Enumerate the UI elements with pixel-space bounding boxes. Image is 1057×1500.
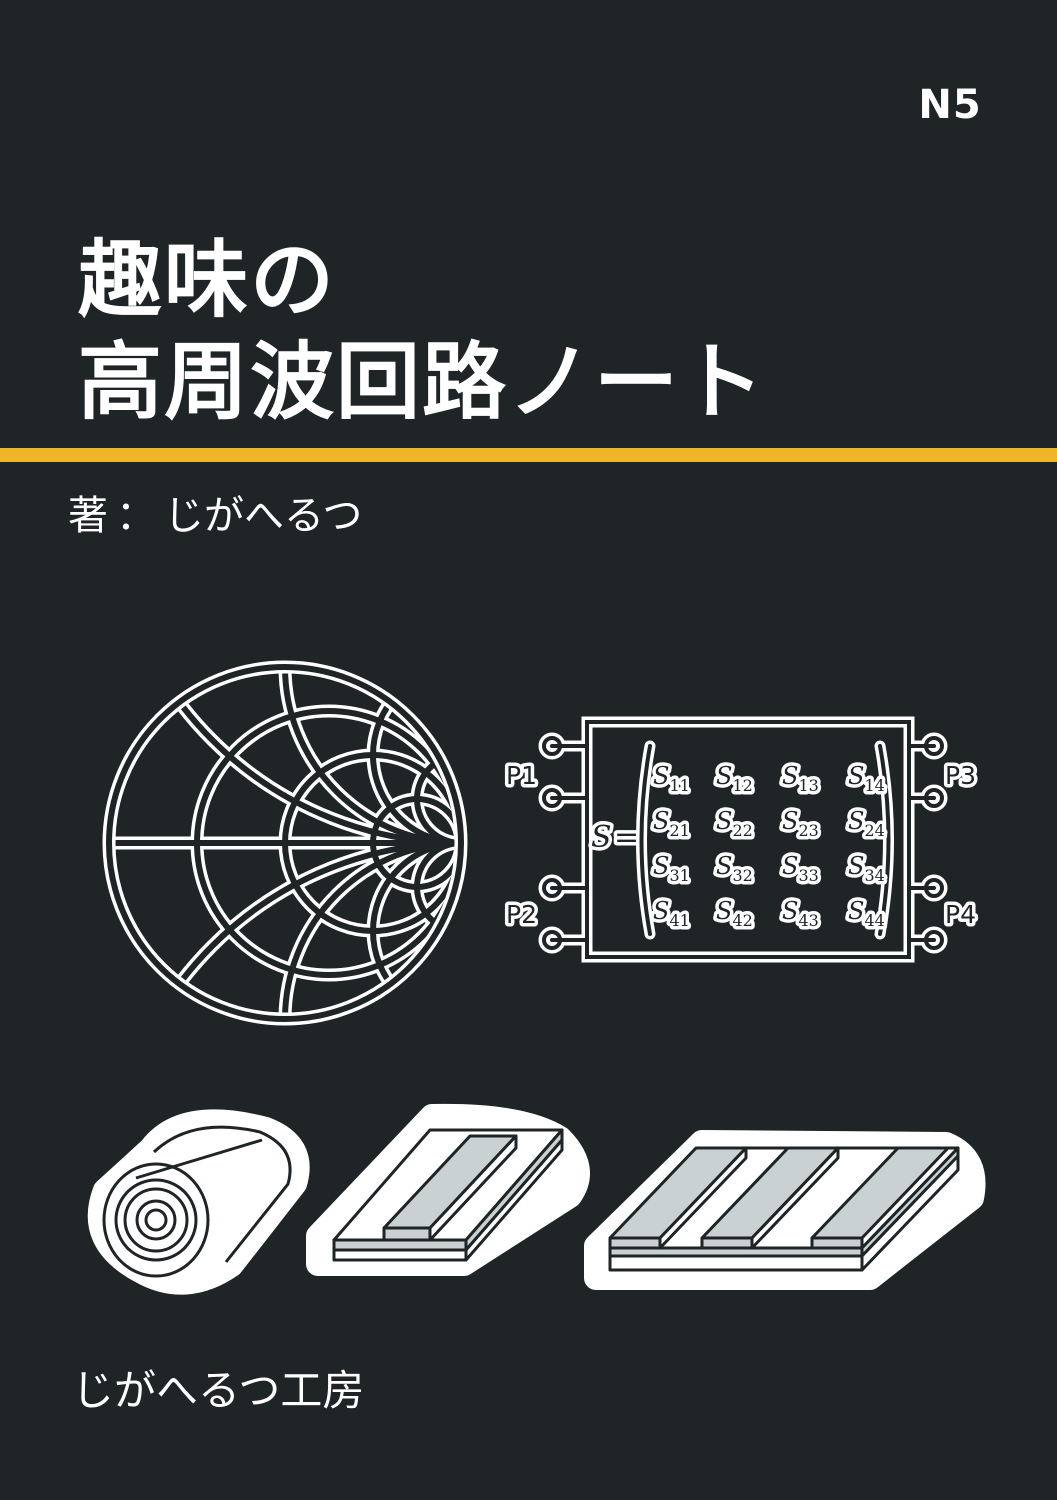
s-parameter-element: S24 (848, 807, 885, 840)
s-parameter-element: S44 (848, 897, 885, 930)
s-parameter-subscript: 31 (669, 866, 689, 885)
microstrip-line-icon (306, 1103, 590, 1276)
s-parameter-letter: S (716, 807, 732, 835)
s-parameter-letter: S (716, 897, 732, 925)
port-label-p2: P2 (506, 900, 537, 929)
s-parameter-subscript: 14 (864, 776, 884, 795)
s-parameter-subscript: 33 (798, 866, 818, 885)
coaxial-cable-icon (87, 1109, 310, 1295)
port-label-p3: P3 (945, 761, 976, 790)
smith-chart-icon (102, 660, 468, 1026)
port-label-p4: P4 (945, 900, 976, 929)
s-parameter-element: S14 (848, 762, 885, 795)
s-parameter-letter: S (653, 807, 669, 835)
s-parameter-letter: S (716, 762, 732, 790)
s-parameter-subscript: 23 (798, 821, 818, 840)
s-parameter-letter: S (848, 897, 864, 925)
s-parameter-subscript: 41 (669, 911, 689, 930)
s-parameter-subscript: 24 (864, 821, 884, 840)
s-parameter-subscript: 21 (669, 821, 689, 840)
s-parameter-letter: S (782, 762, 798, 790)
s-parameter-letter: S (848, 852, 864, 880)
s-parameter-letter: S (716, 852, 732, 880)
s-parameter-element: S21 (653, 807, 690, 840)
s-parameter-element: S11 (653, 762, 690, 795)
s-parameter-subscript: 32 (732, 866, 752, 885)
s-parameter-element: S23 (782, 807, 819, 840)
author-prefix: 著 (68, 493, 108, 539)
s-parameter-letter: S (653, 852, 669, 880)
title-line-1: 趣味の (78, 231, 337, 329)
s-parameter-subscript: 34 (864, 866, 884, 885)
s-parameter-subscript: 13 (798, 776, 818, 795)
s-parameter-subscript: 42 (732, 911, 752, 930)
s-parameter-subscript: 44 (864, 911, 884, 930)
s-parameter-element: S43 (782, 897, 819, 930)
s-parameter-subscript: 12 (732, 776, 752, 795)
s-parameter-letter: S (782, 852, 798, 880)
matrix-symbol: S (591, 820, 612, 855)
s-parameter-subscript: 43 (798, 911, 818, 930)
matrix-equals: = (614, 820, 639, 855)
author-separator: ： (116, 493, 156, 539)
s-parameter-element: S13 (782, 762, 819, 795)
s-parameter-subscript: 11 (669, 776, 689, 795)
series-badge: N5 (918, 82, 982, 128)
s-parameter-element: S41 (653, 897, 690, 930)
s-parameter-letter: S (782, 807, 798, 835)
s-parameter-letter: S (848, 762, 864, 790)
s-parameter-letter: S (782, 897, 798, 925)
s-parameter-subscript: 22 (732, 821, 752, 840)
s-parameter-letter: S (848, 807, 864, 835)
title-line-2: 高周波回路ノート (78, 333, 767, 431)
publisher-name: じがへるつ工房 (72, 1366, 365, 1415)
accent-bar (0, 448, 1057, 462)
s-parameter-element: S34 (848, 852, 885, 885)
coplanar-lines-icon (584, 1130, 986, 1290)
s-parameter-letter: S (653, 897, 669, 925)
s-parameter-element: S42 (716, 897, 753, 930)
port-label-p1: P1 (506, 761, 537, 790)
s-parameter-element: S12 (716, 762, 753, 795)
s-parameter-element: S22 (716, 807, 753, 840)
author-line: 著：じがへるつ (68, 496, 362, 536)
s-parameter-element: S31 (653, 852, 690, 885)
s-parameter-letter: S (653, 762, 669, 790)
s-parameter-element: S32 (716, 852, 753, 885)
author-name: じがへるつ (164, 493, 363, 539)
s-parameter-element: S33 (782, 852, 819, 885)
